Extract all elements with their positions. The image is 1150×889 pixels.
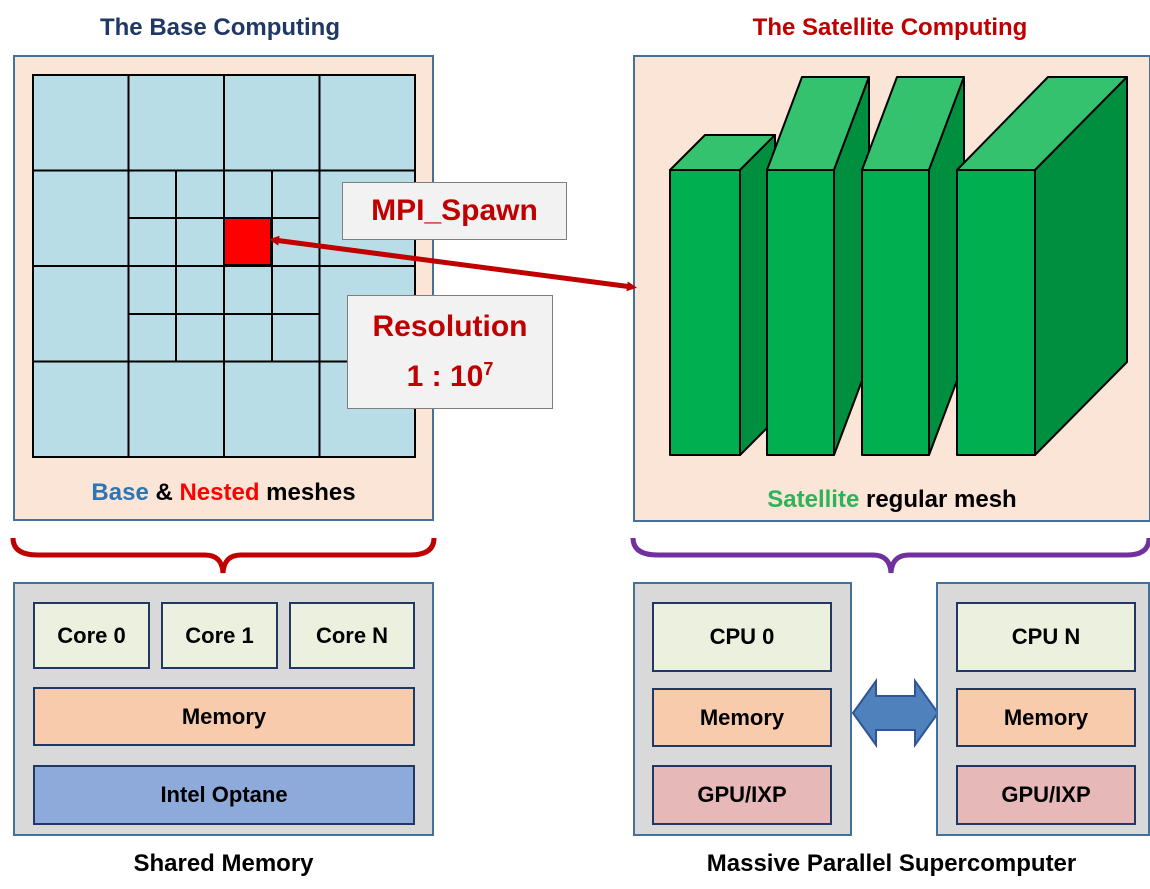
core-1-box: Core 1 [161,602,278,669]
satellite-block-2 [766,76,870,456]
mpi-spawn-callout: MPI_Spawn [342,182,567,240]
nested-word: Nested [179,479,260,506]
mpi-spawn-label: MPI_Spawn [371,194,538,227]
node-n-gpu-box: GPU/IXP [956,765,1136,825]
satellite-block-1 [669,134,776,456]
core-n-box: Core N [289,602,415,669]
core-0-box: Core 0 [33,602,150,669]
intel-optane-box: Intel Optane [33,765,415,825]
left-brace [10,537,437,574]
resolution-callout: Resolution 1 : 107 [347,295,553,409]
right-brace [630,537,1150,574]
satellite-block-3 [861,76,965,456]
cpu-0-box: CPU 0 [652,602,832,672]
mpi-spawn-arrow [269,235,637,292]
resolution-exponent: 7 [483,359,494,379]
satellite-word: Satellite [767,486,860,513]
interconnect-arrow [851,677,940,749]
satellite-computing-title: The Satellite Computing [752,14,1028,41]
satellite-caption: Satellite regular mesh [767,486,1017,513]
base-computing-title: The Base Computing [99,14,340,41]
shared-memory-label: Shared Memory [133,850,314,877]
node-0-gpu-box: GPU/IXP [652,765,832,825]
satellite-block-4 [956,76,1128,456]
base-word: Base [91,479,149,506]
satellite-blocks [669,76,1128,456]
nested-mesh-cell [223,217,272,266]
cpu-n-box: CPU N [956,602,1136,672]
resolution-ratio: 1 : 107 [406,359,494,393]
shared-memory-box: Memory [33,687,415,746]
resolution-label: Resolution [372,310,528,343]
node-0-memory-box: Memory [652,688,832,747]
base-caption: Base & Nested meshes [91,479,356,506]
supercomputer-label: Massive Parallel Supercomputer [706,850,1077,877]
node-n-memory-box: Memory [956,688,1136,747]
